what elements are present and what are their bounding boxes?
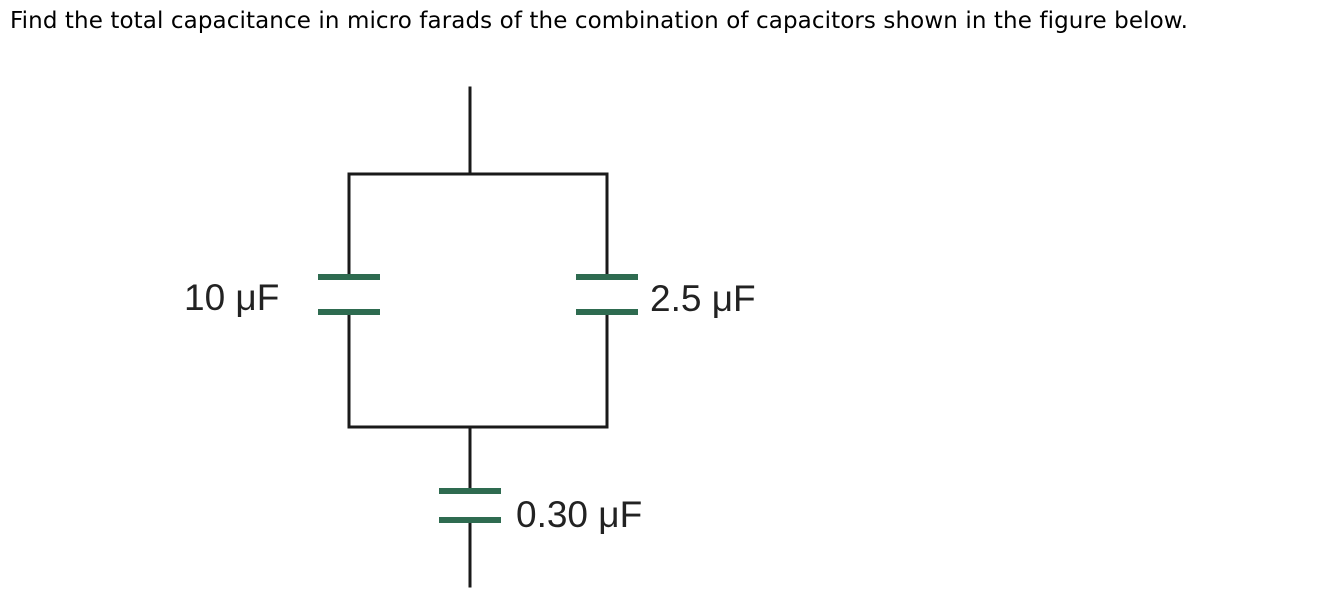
capacitor-plates: [318, 274, 638, 523]
left-capacitor-label: 10 μF: [184, 277, 279, 318]
question-text: Find the total capacitance in micro fara…: [10, 8, 1188, 34]
right-capacitor-label: 2.5 μF: [650, 278, 756, 319]
bottom-capacitor-label: 0.30 μF: [516, 494, 642, 535]
wires: [347, 86, 609, 588]
